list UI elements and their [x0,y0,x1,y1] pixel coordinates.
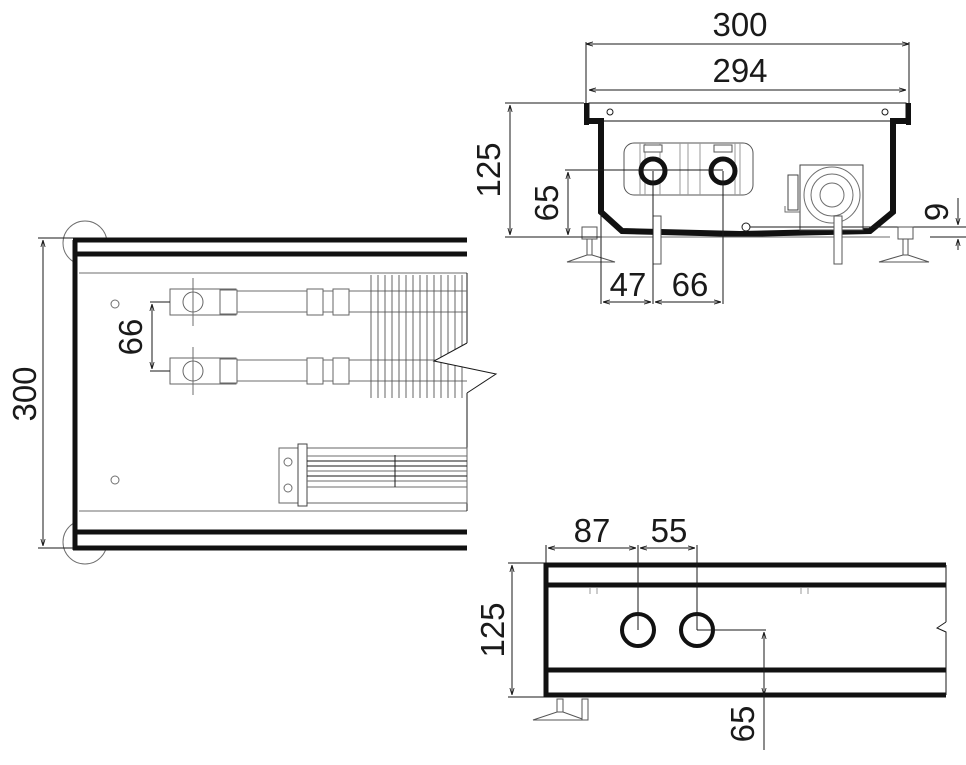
screw-icon [110,475,120,485]
dim-label-66: 66 [672,266,709,303]
fan-unit-plan [278,443,468,507]
dimension-plan-pipe-spacing: 66 [112,301,170,372]
dim-label-66: 66 [112,319,149,356]
leveling-foot [878,226,930,263]
dim-label-47: 47 [610,266,647,303]
trough-body [586,118,909,238]
tick-marks [589,588,809,594]
dimension-side-pipe-offsets: 87 55 [545,512,698,630]
dimension-pipe-offsets: 47 66 [600,171,724,304]
section-view: 300 294 [470,6,966,304]
heat-exchanger [623,142,754,196]
dim-label-125: 125 [474,602,511,657]
dim-label-65: 65 [724,706,761,743]
side-view: 87 55 125 65 [474,512,947,750]
supply-pipe [169,278,467,326]
dimension-overall-width: 300 [585,6,910,104]
leveling-foot [566,226,616,263]
support-pin [833,215,843,265]
dimension-inner-width: 294 [589,52,906,90]
dim-label-87: 87 [574,512,611,549]
fan-unit [741,164,950,232]
drain-icon [741,222,751,232]
heat-exchanger-fins [370,275,498,398]
dim-label-300: 300 [712,6,767,43]
screw-icon [606,108,614,116]
dimension-side-pipe-axis: 65 [697,629,766,750]
dim-label-294: 294 [712,52,767,89]
dim-label-9: 9 [918,203,955,221]
screw-icon [881,108,889,116]
grille-frame [584,102,911,125]
leveling-foot [532,698,589,721]
screw-icon [110,299,120,309]
dim-label-55: 55 [651,512,688,549]
support-pin [652,215,662,265]
dimension-leg-offset: 9 [918,198,966,250]
dimension-plan-width: 300 [6,237,73,549]
dim-label-300: 300 [6,366,43,421]
plan-view: 300 66 [6,220,498,565]
dim-label-125: 125 [470,142,507,197]
dimension-side-height: 125 [474,562,544,698]
dim-label-65: 65 [528,185,565,222]
dimension-pipe-axis: 65 [528,169,723,235]
return-pipe [169,347,467,395]
dimension-height: 125 [470,102,600,238]
